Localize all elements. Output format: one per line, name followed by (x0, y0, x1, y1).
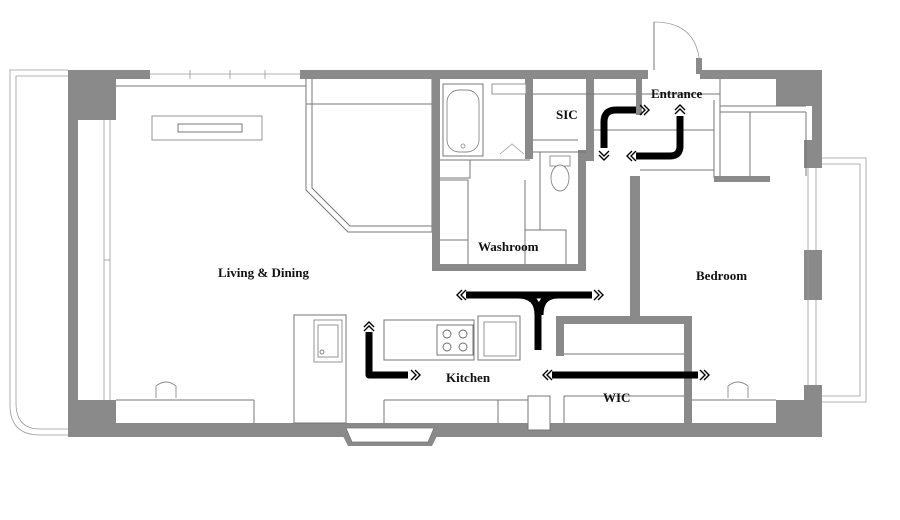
entrance-door (648, 21, 702, 79)
route-entrance-left (600, 106, 636, 148)
route-kitchen (365, 332, 408, 379)
toilet (549, 155, 571, 192)
sink-faucet (319, 349, 325, 355)
label-washroom: Washroom (478, 239, 539, 254)
route-arrowheads (363, 104, 710, 381)
route-center-branch-2 (536, 291, 559, 316)
label-sic: SIC (556, 107, 578, 122)
label-bedroom: Bedroom (696, 268, 747, 283)
windows (78, 70, 822, 446)
stove (436, 324, 474, 356)
interior-walls (116, 79, 807, 431)
label-living-dining: Living & Dining (218, 265, 310, 280)
tv-cabinet (151, 115, 263, 141)
exterior-walls (68, 70, 822, 437)
label-wic: WIC (603, 390, 630, 405)
bathtub (442, 83, 527, 157)
route-center-branch (517, 291, 542, 350)
label-entrance: Entrance (651, 86, 703, 101)
right-balcony (822, 157, 867, 403)
circulation-routes (365, 106, 698, 379)
label-kitchen: Kitchen (446, 370, 491, 385)
route-entrance-right (636, 116, 684, 160)
left-balcony (9, 69, 68, 436)
aircon-units (155, 381, 749, 398)
